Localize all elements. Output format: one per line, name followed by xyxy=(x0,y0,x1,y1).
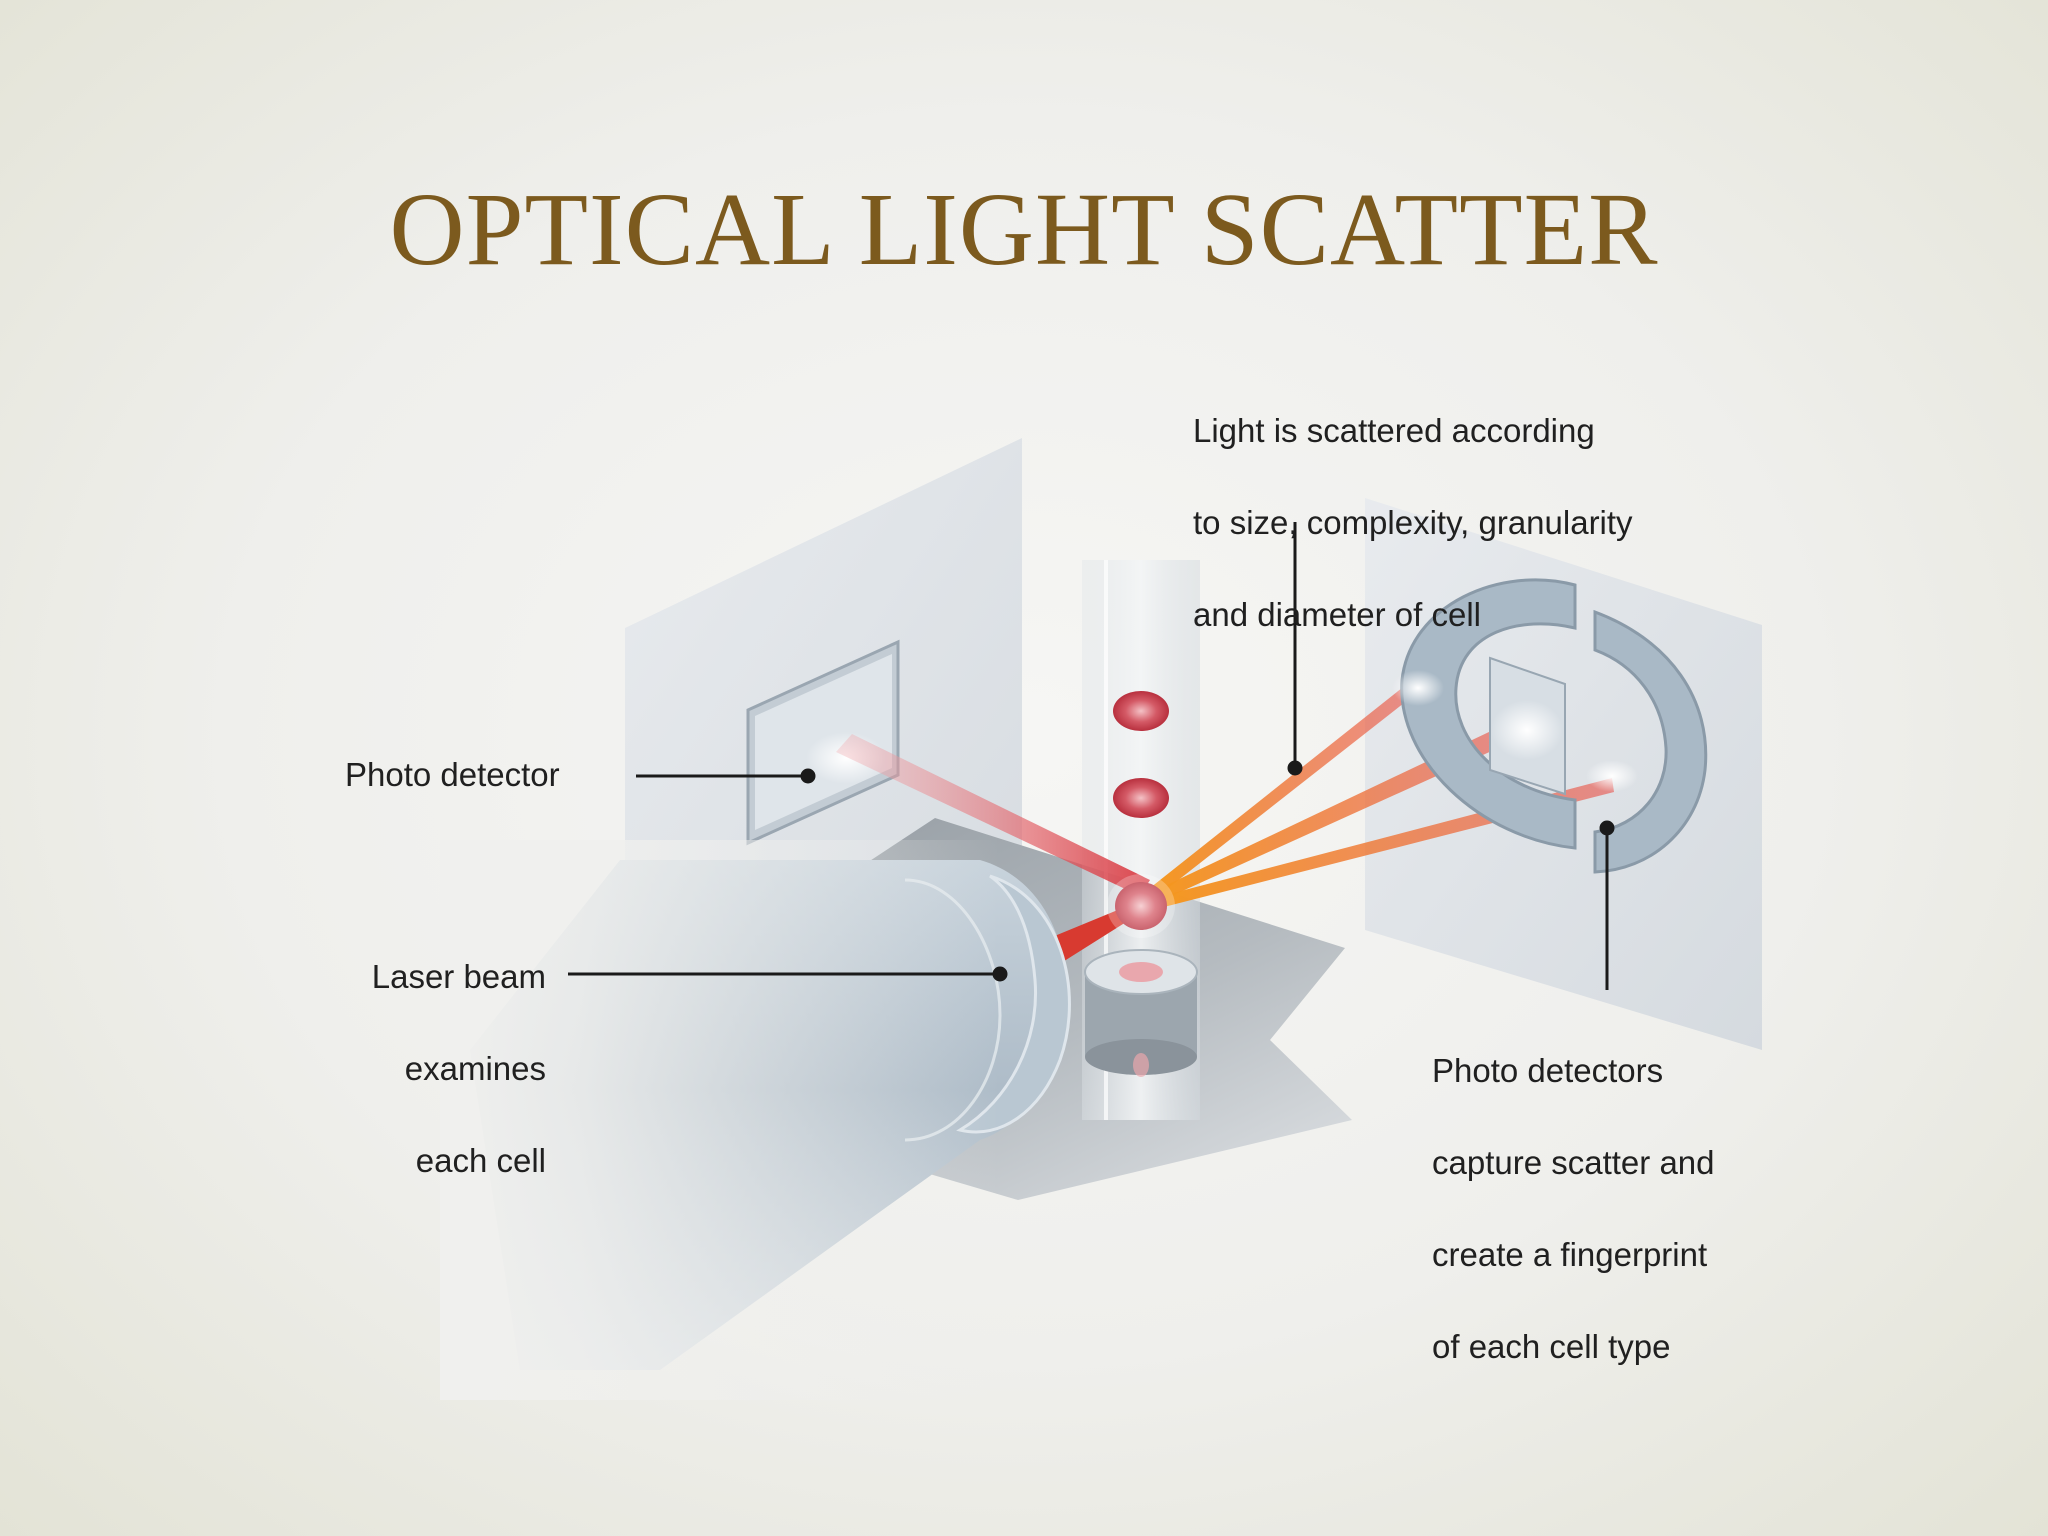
red-beam-left xyxy=(836,734,1150,896)
cell xyxy=(1113,778,1169,818)
flow-nozzle xyxy=(1084,949,1198,1077)
label-line: create a fingerprint xyxy=(1432,1236,1708,1273)
label-line: examines xyxy=(404,1050,546,1087)
label-line: Laser beam xyxy=(371,958,546,995)
slide-title: OPTICAL LIGHT SCATTER xyxy=(389,172,1659,287)
blood-cells xyxy=(1107,691,1175,938)
label-photo-detector: Photo detector xyxy=(345,756,560,793)
cell xyxy=(1115,882,1167,930)
label-line: capture scatter and xyxy=(1432,1144,1715,1181)
label-line: each cell xyxy=(415,1142,546,1179)
laser-beam xyxy=(1040,900,1142,970)
label-laser-beam: Laser beam examines each cell xyxy=(300,908,546,1230)
label-light-scattered: Light is scattered according to size, co… xyxy=(1193,362,1633,684)
label-line: of each cell type xyxy=(1432,1328,1671,1365)
label-photo-detectors-capture: Photo detectors capture scatter and crea… xyxy=(1432,1002,1715,1416)
cell xyxy=(1113,691,1169,731)
label-line: Light is scattered according xyxy=(1193,412,1595,449)
laser-barrel xyxy=(440,840,1071,1400)
label-line: to size, complexity, granularity xyxy=(1193,504,1633,541)
label-line: and diameter of cell xyxy=(1193,596,1481,633)
right-ring-detector xyxy=(1392,578,1708,874)
label-line: Photo detectors xyxy=(1432,1052,1664,1089)
leader-lines xyxy=(568,522,1615,990)
